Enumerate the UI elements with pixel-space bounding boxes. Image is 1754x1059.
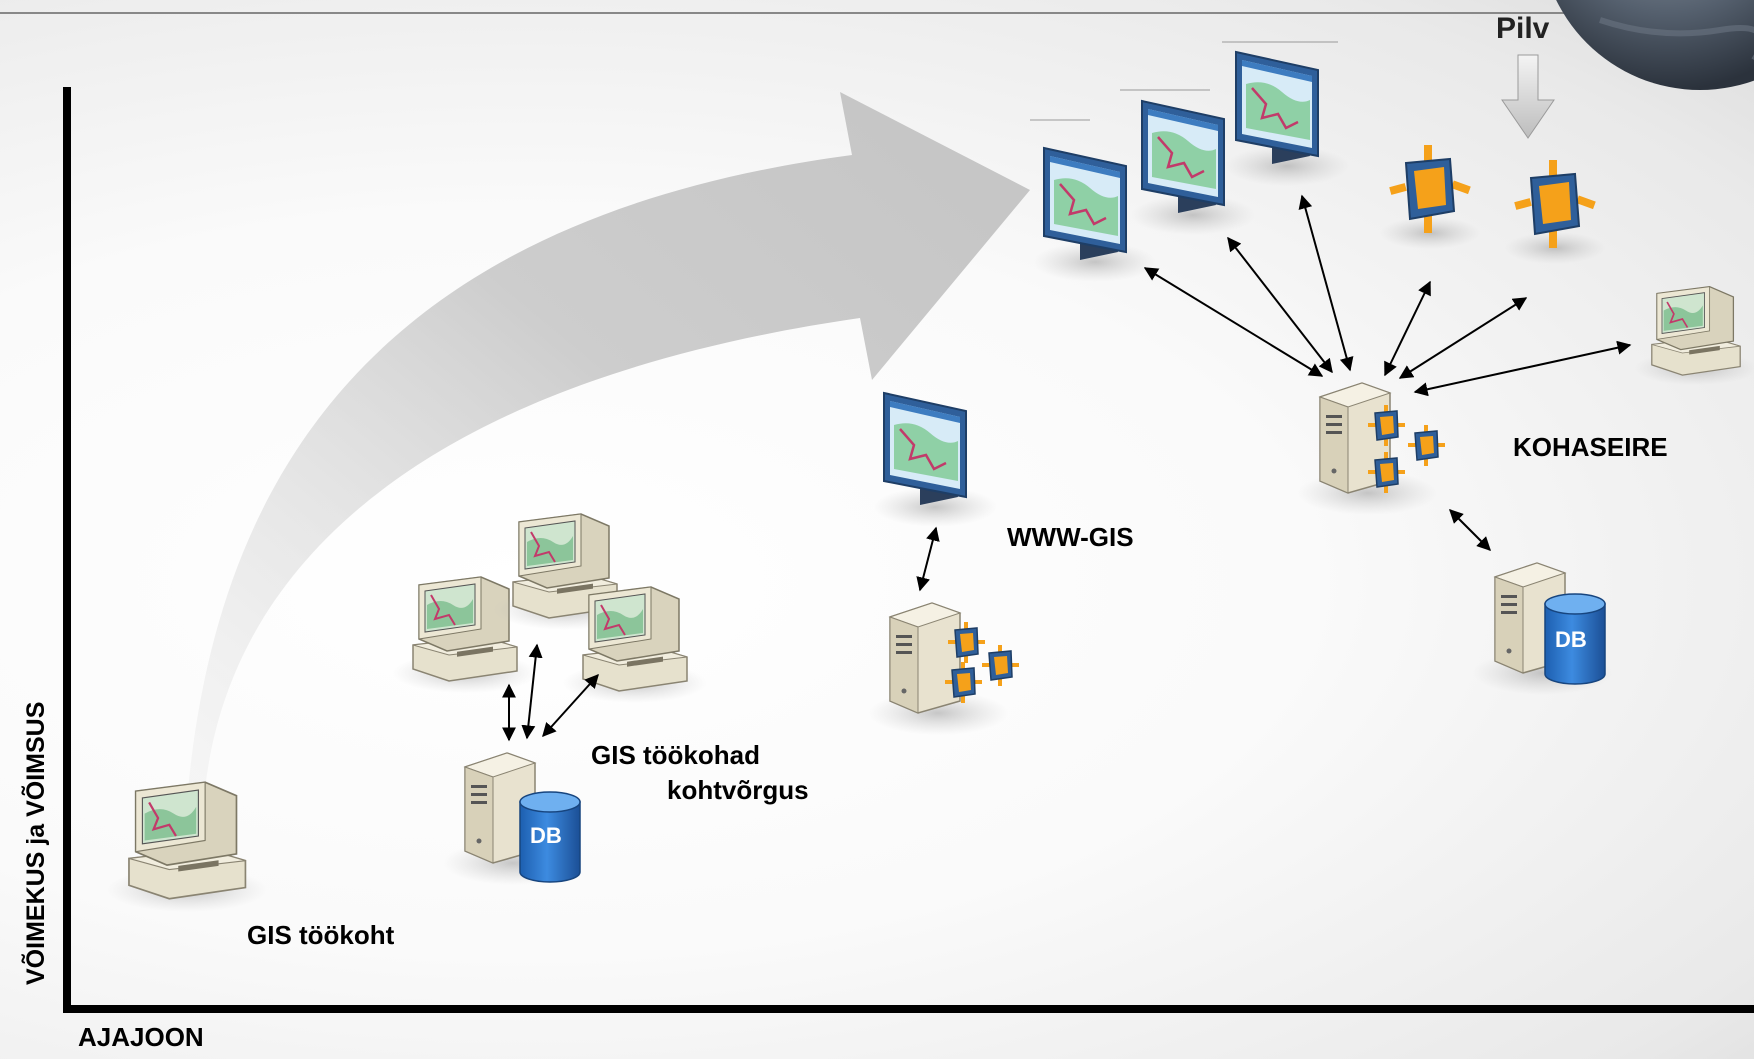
- www-server-icon: [867, 602, 1009, 736]
- x-axis-label: AJAJOON: [78, 1022, 204, 1052]
- service-icon: [981, 644, 1020, 687]
- kohaseire-db-label: DB: [1555, 627, 1587, 652]
- kohaseire-label: KOHASEIRE: [1513, 432, 1668, 462]
- y-axis-label: VÕIMEKUS ja VÕIMSUS: [22, 701, 50, 985]
- top-divider-line: [0, 12, 1754, 14]
- cloud-down-arrow: [1501, 54, 1555, 139]
- cloud-label: Pilv: [1496, 12, 1550, 45]
- gis-lan-label-line1: GIS töökohad: [591, 740, 760, 770]
- service-icon: [1407, 424, 1446, 467]
- y-axis-line: [63, 87, 71, 1013]
- gis-workstation-label: GIS töökoht: [247, 920, 395, 950]
- www-monitor-icon: [871, 391, 999, 529]
- gis-lan-label-line2: kohtvõrgus: [667, 775, 809, 805]
- kohaseire-computer-icon: [1633, 285, 1754, 387]
- gis-workstation-computer-icon: [105, 781, 269, 914]
- client-monitor-icon: [1223, 50, 1351, 188]
- cloud-service-icon: [1504, 159, 1606, 265]
- www-gis-label: WWW-GIS: [1007, 522, 1134, 552]
- lan-db-label: DB: [530, 823, 562, 848]
- x-axis-line: [63, 1005, 1754, 1013]
- globe-icon: [1556, 0, 1754, 90]
- cloud-service-icon: [1379, 144, 1481, 250]
- growth-arrow: [188, 92, 1030, 790]
